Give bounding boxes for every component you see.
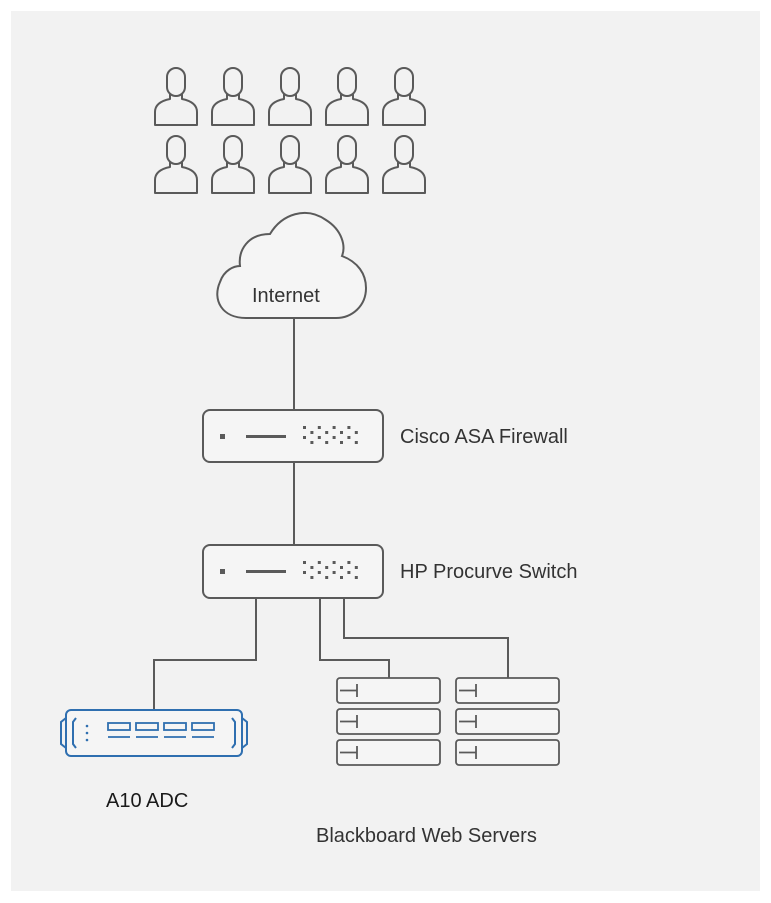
user-icon xyxy=(154,135,198,194)
user-icon xyxy=(268,135,312,194)
internet-label: Internet xyxy=(252,285,320,307)
user-icon xyxy=(325,135,369,194)
cloud-icon xyxy=(216,211,368,319)
server-unit-icon xyxy=(336,739,441,766)
switch-icon xyxy=(202,544,384,599)
user-icon xyxy=(211,67,255,126)
user-icon xyxy=(211,135,255,194)
server-unit-icon xyxy=(336,677,441,704)
user-icon xyxy=(268,67,312,126)
server-unit-icon xyxy=(336,708,441,735)
server-unit-icon xyxy=(455,739,560,766)
adc-label: A10 ADC xyxy=(106,790,189,812)
line-switch-servers-right xyxy=(343,598,509,678)
user-icon xyxy=(382,67,426,126)
web-servers-group xyxy=(336,677,560,766)
server-unit-icon xyxy=(455,677,560,704)
connection-lines xyxy=(153,318,509,710)
servers-label: Blackboard Web Servers xyxy=(316,825,537,847)
switch-label: HP Procurve Switch xyxy=(400,561,578,583)
firewall-label: Cisco ASA Firewall xyxy=(400,426,568,448)
user-icon xyxy=(382,135,426,194)
adc-icon xyxy=(60,709,248,757)
firewall-icon xyxy=(202,409,384,463)
line-switch-servers-left xyxy=(319,598,390,678)
users-group xyxy=(154,67,426,194)
user-icon xyxy=(154,67,198,126)
user-icon xyxy=(325,67,369,126)
line-switch-adc xyxy=(153,598,257,710)
server-unit-icon xyxy=(455,708,560,735)
